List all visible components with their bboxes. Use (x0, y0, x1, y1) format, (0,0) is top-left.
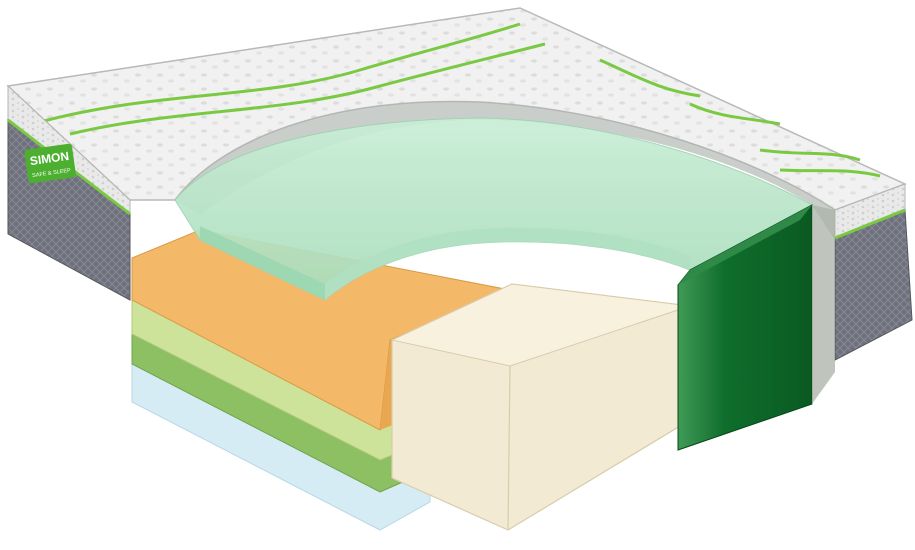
brand-name: SIMON (29, 149, 70, 168)
quilt-stripe (39, 22, 881, 178)
brand-tagline: SAFE & SLEEP (32, 168, 72, 179)
right-side-panel (834, 183, 913, 361)
edge-support-block (677, 204, 835, 451)
core-foam-block (390, 283, 691, 531)
comfort-foam-arc (174, 101, 835, 301)
brand-badge: SIMON SAFE & SLEEP (24, 143, 76, 184)
